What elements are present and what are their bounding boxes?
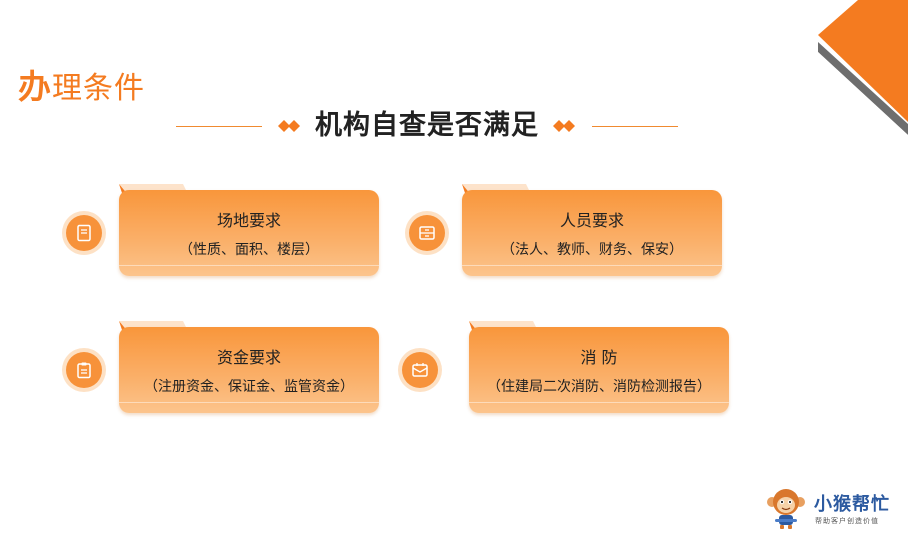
requirement-title: 人员要求 xyxy=(559,211,624,230)
document-icon xyxy=(66,215,102,251)
diamond-pair-icon xyxy=(553,120,575,132)
page-title-first-char: 办 xyxy=(18,67,52,106)
requirement-title: 场地要求 xyxy=(216,211,281,230)
diamond-pair-icon xyxy=(278,120,300,132)
subtitle-line-right xyxy=(592,126,678,127)
requirement-desc: （性质、面积、楼层） xyxy=(179,242,319,258)
monkey-mascot-icon xyxy=(767,489,805,529)
requirement-desc: （法人、教师、财务、保安） xyxy=(501,242,683,258)
requirement-card-body: 资金要求 （注册资金、保证金、监管资金） xyxy=(119,327,379,413)
requirement-card-body: 场地要求 （性质、面积、楼层） xyxy=(119,190,379,276)
subtitle-row: 机构自查是否满足 xyxy=(176,100,678,144)
requirement-desc: （住建局二次消防、消防检测报告） xyxy=(487,379,711,395)
logo-slogan: 帮助客户创造价值 xyxy=(815,517,879,525)
requirement-title: 消 防 xyxy=(580,348,618,367)
people-icon xyxy=(409,215,445,251)
logo-name: 小猴帮忙 xyxy=(814,494,890,515)
subtitle-line-left xyxy=(176,126,262,127)
clipboard-icon xyxy=(66,352,102,388)
brand-logo: 小猴帮忙 帮助客户创造价值 xyxy=(766,486,898,530)
requirement-card-body: 消 防 （住建局二次消防、消防检测报告） xyxy=(469,327,729,413)
requirement-desc: （注册资金、保证金、监管资金） xyxy=(144,379,354,395)
subtitle-text: 机构自查是否满足 xyxy=(315,110,539,141)
page-title: 办理条件 xyxy=(18,60,145,108)
requirement-card-body: 人员要求 （法人、教师、财务、保安） xyxy=(462,190,722,276)
box-icon xyxy=(402,352,438,388)
requirement-title: 资金要求 xyxy=(216,348,281,367)
page-title-rest: 理条件 xyxy=(52,71,145,106)
corner-decoration xyxy=(818,0,908,135)
